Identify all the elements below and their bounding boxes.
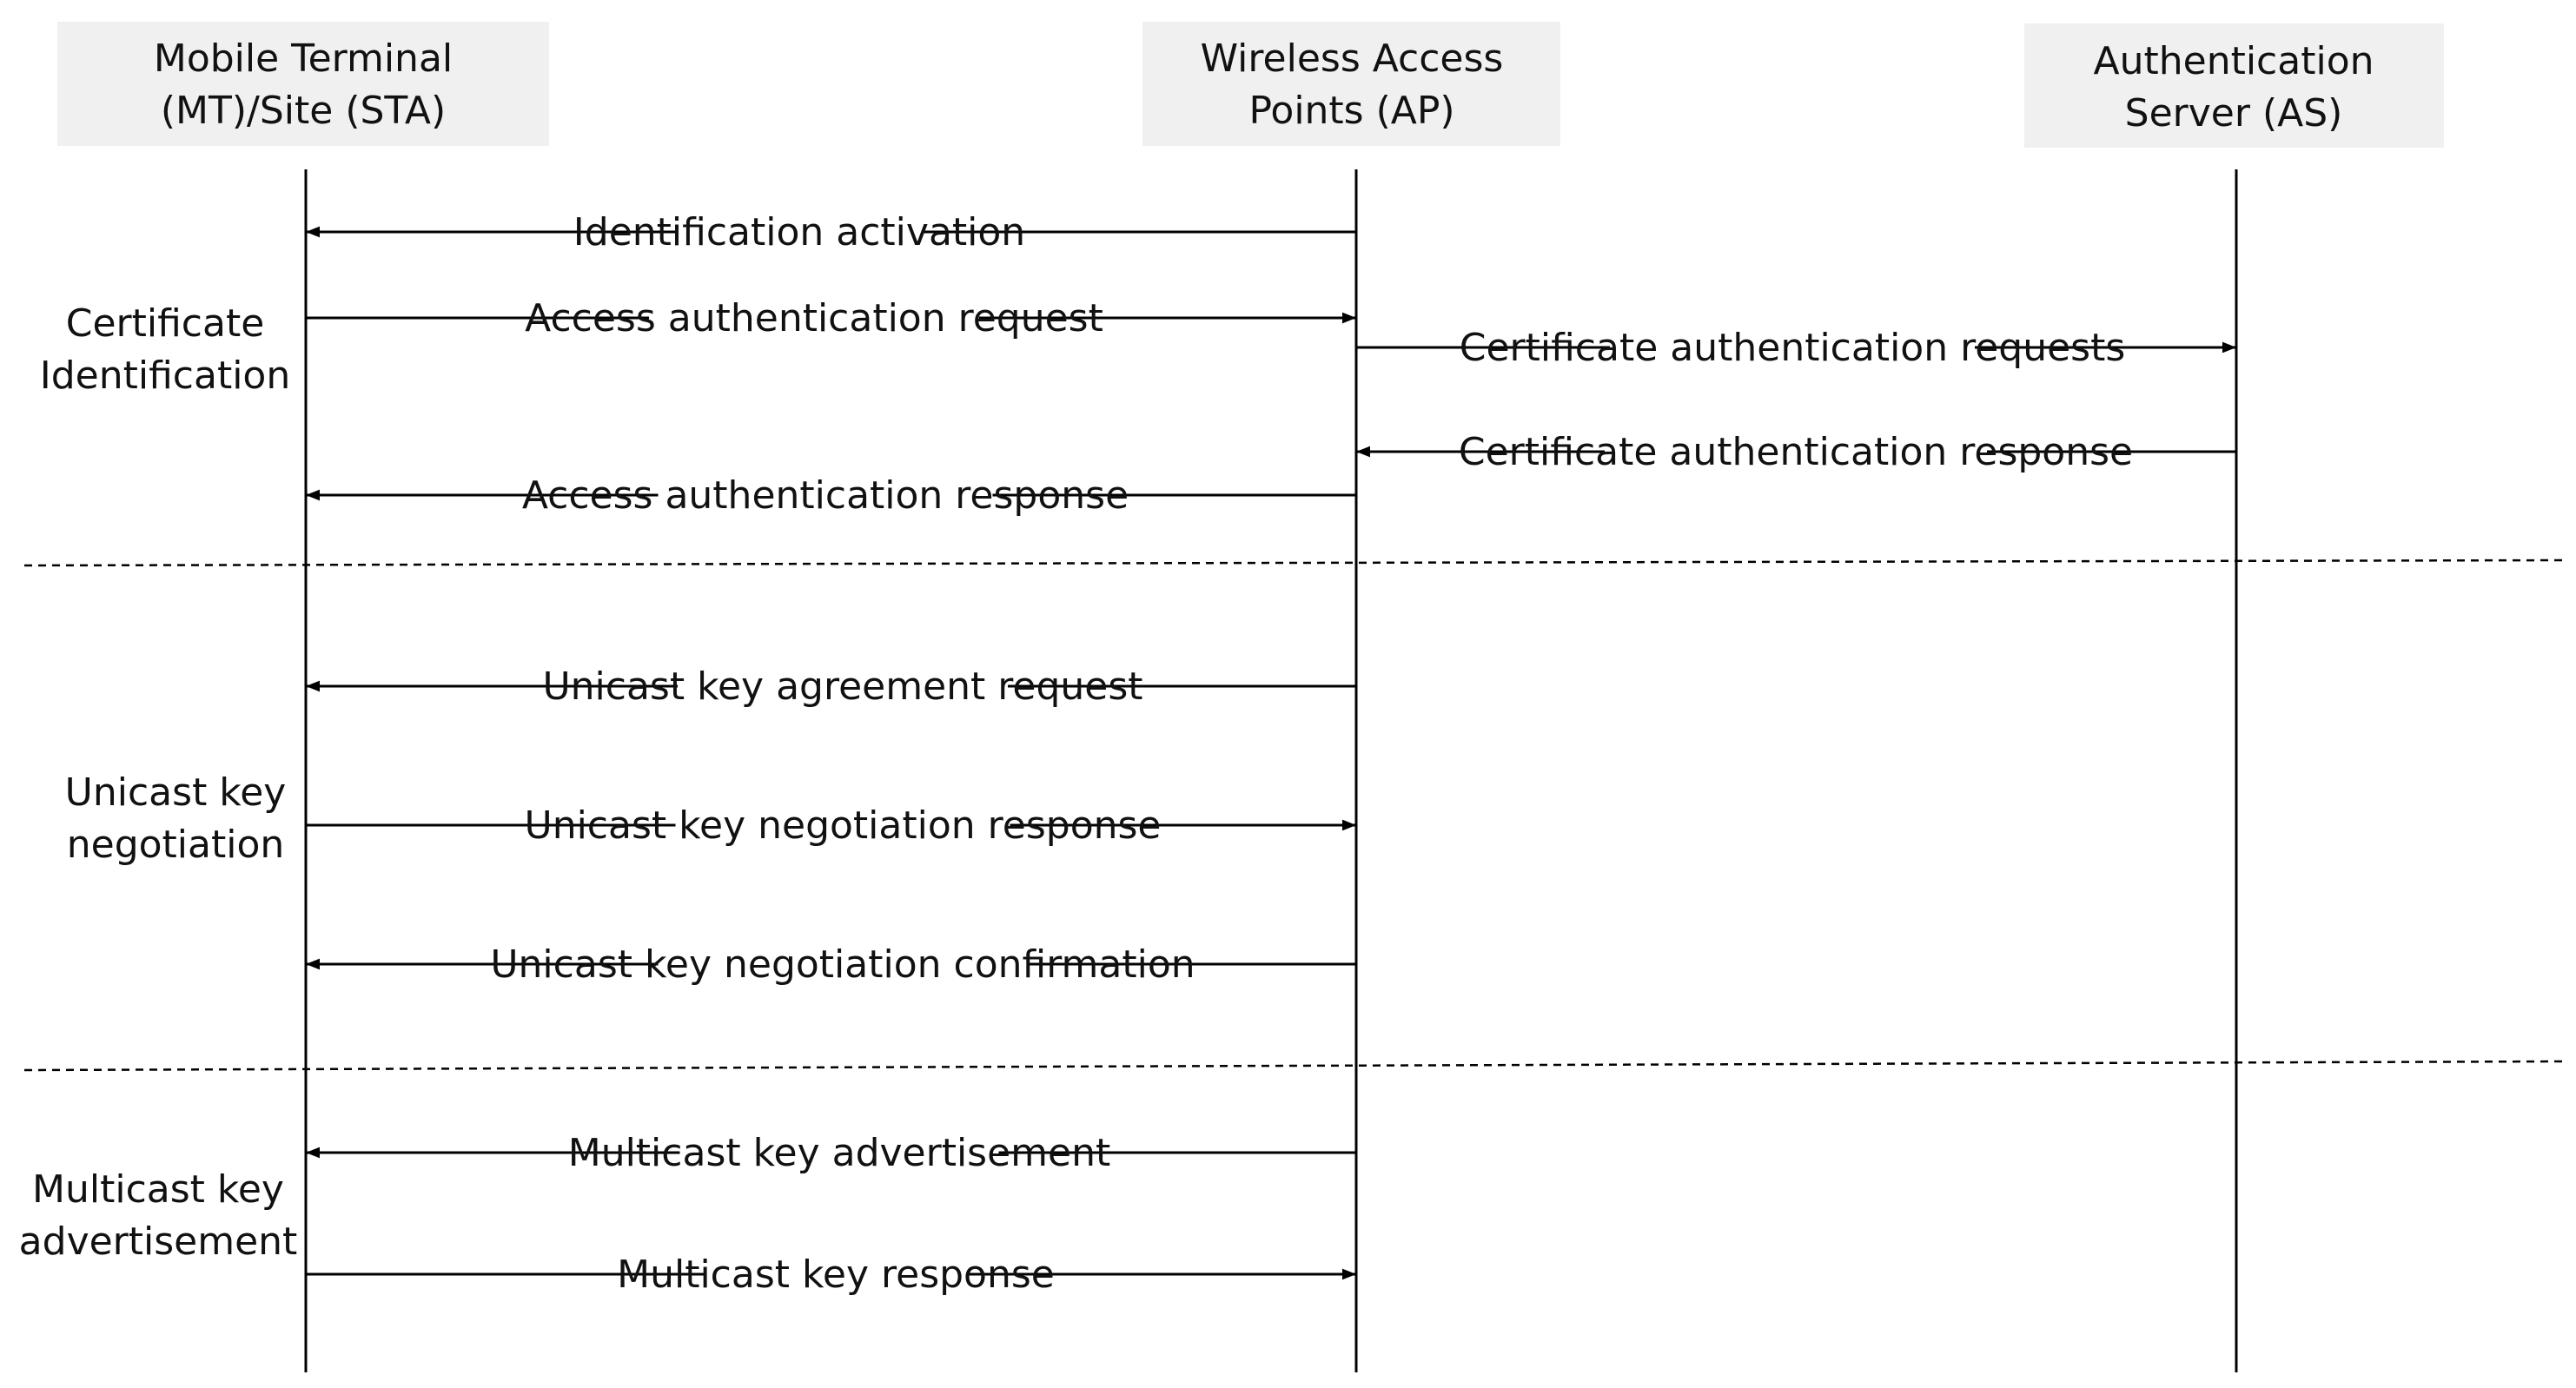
message-multicast-key-advertisement: Multicast key advertisement: [306, 1131, 1356, 1175]
phase-certificate-identification: Certificate Identification: [40, 301, 291, 398]
phase-label-line-1: Multicast key: [32, 1167, 284, 1212]
phase-label-line-2: advertisement: [19, 1219, 298, 1264]
message-label: Access authentication request: [525, 296, 1103, 340]
phase-label-line-2: negotiation: [67, 823, 285, 867]
message-label: Unicast key agreement request: [542, 664, 1142, 709]
message-label: Access authentication response: [522, 473, 1129, 518]
message-identification-activation: Identification activation: [306, 210, 1356, 254]
phase-label-line-2: Identification: [40, 354, 291, 398]
message-access-authentication-request: Access authentication request: [306, 296, 1356, 340]
phase-label-line-1: Unicast key: [65, 770, 287, 815]
message-label: Identification activation: [573, 210, 1025, 254]
message-unicast-key-negotiation-response: Unicast key negotiation response: [306, 803, 1356, 848]
participant-ap: Wireless Access Points (AP): [1142, 22, 1560, 146]
message-label: Unicast key negotiation response: [524, 803, 1161, 848]
participant-ap-label-1: Wireless Access: [1201, 36, 1504, 81]
message-unicast-key-agreement-request: Unicast key agreement request: [306, 664, 1356, 709]
message-unicast-key-negotiation-confirmation: Unicast key negotiation confirmation: [306, 942, 1356, 987]
message-label: Multicast key advertisement: [568, 1131, 1111, 1175]
participant-mt: Mobile Terminal (MT)/Site (STA): [57, 22, 549, 146]
message-label: Certificate authentication requests: [1460, 326, 2126, 370]
participant-as-label-1: Authentication: [2094, 39, 2374, 83]
phase-unicast-key-negotiation: Unicast key negotiation: [65, 770, 287, 867]
participant-as: Authentication Server (AS): [2024, 23, 2444, 148]
phase-divider-2: [23, 1060, 2564, 1072]
phase-label-line-1: Certificate: [66, 301, 265, 346]
participant-as-label-2: Server (AS): [2125, 91, 2343, 135]
message-certificate-authentication-requests: Certificate authentication requests: [1356, 326, 2236, 370]
participant-mt-label-1: Mobile Terminal: [154, 36, 453, 81]
message-label: Unicast key negotiation confirmation: [490, 942, 1195, 987]
phase-divider-1: [23, 559, 2564, 567]
message-label: Multicast key response: [617, 1253, 1055, 1297]
message-access-authentication-response: Access authentication response: [306, 473, 1356, 518]
participant-ap-label-2: Points (AP): [1248, 89, 1454, 133]
message-label: Certificate authentication response: [1459, 430, 2133, 474]
message-certificate-authentication-response: Certificate authentication response: [1356, 430, 2236, 474]
message-multicast-key-response: Multicast key response: [306, 1253, 1356, 1297]
phase-multicast-key-advertisement: Multicast key advertisement: [19, 1167, 298, 1264]
participant-mt-label-2: (MT)/Site (STA): [161, 89, 446, 133]
